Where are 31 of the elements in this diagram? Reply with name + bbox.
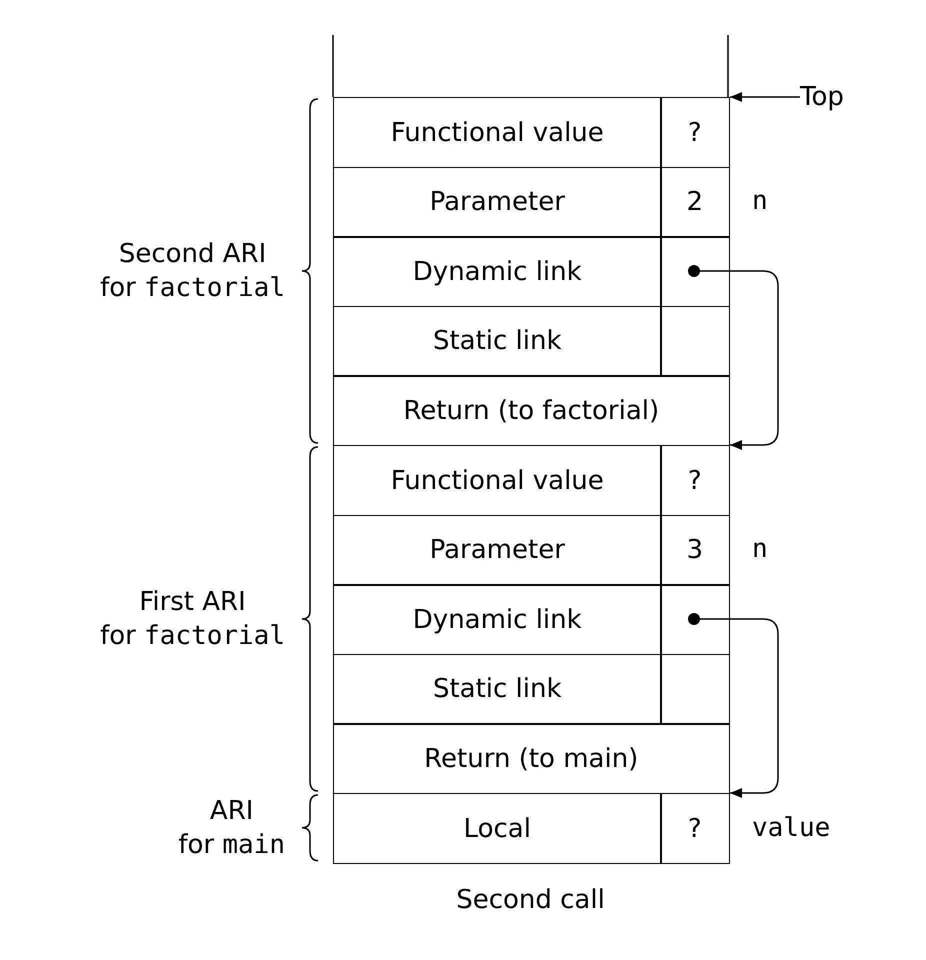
field-cell: Return (to factorial): [333, 375, 730, 446]
stack-top-label: Top: [800, 80, 844, 114]
field-cell: Parameter: [333, 514, 662, 586]
value-cell: [660, 236, 730, 308]
field-cell: Functional value: [333, 97, 662, 168]
arrow: [688, 613, 779, 798]
field-cell: Dynamic link: [333, 236, 662, 308]
value-cell: 2: [660, 166, 730, 238]
caption: Second call: [455, 884, 606, 917]
value-cell: ?: [660, 97, 730, 168]
value-cell: [660, 654, 730, 725]
field-cell: Return (to main): [333, 723, 730, 794]
arrow: [688, 265, 779, 450]
value-cell: 3: [660, 514, 730, 586]
field-cell: Parameter: [333, 166, 662, 238]
frame-label: First ARI for factorial: [100, 586, 285, 653]
value-cell: ?: [660, 793, 730, 864]
field-cell: Dynamic link: [333, 584, 662, 656]
field-cell: Static link: [333, 306, 662, 377]
field-cell: Static link: [333, 654, 662, 725]
variable-name: n: [752, 185, 768, 218]
arrow: [730, 92, 800, 102]
frame-label: Second ARI for factorial: [100, 238, 285, 305]
field-cell: Functional value: [333, 445, 662, 516]
value-cell: ?: [660, 445, 730, 516]
frame-label: ARI for main: [178, 794, 285, 862]
variable-name: n: [752, 533, 768, 566]
variable-name: value: [752, 812, 830, 845]
field-cell: Local: [333, 793, 662, 864]
value-cell: [660, 584, 730, 656]
value-cell: [660, 306, 730, 377]
